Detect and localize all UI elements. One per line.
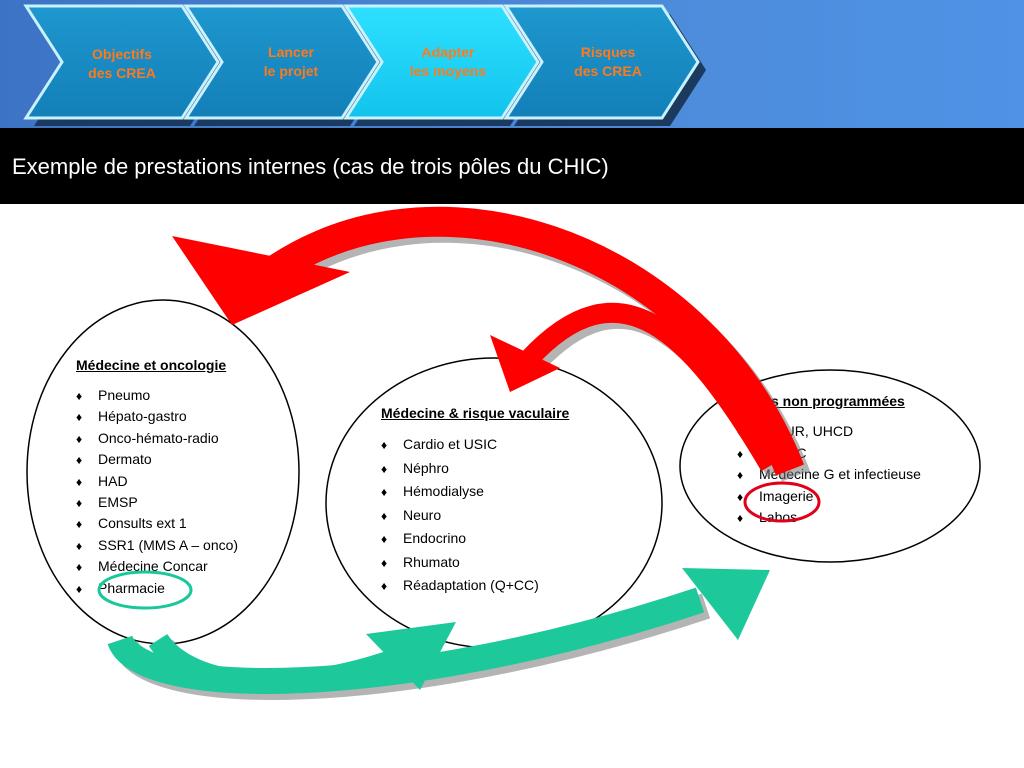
list-item: ♦ Dermato [76, 449, 238, 470]
diamond-bullet-icon: ♦ [381, 579, 388, 593]
list-item-text: Neuro [403, 506, 442, 523]
list-item: ♦ Endocrino [381, 527, 569, 551]
diamond-bullet-icon: ♦ [737, 489, 744, 504]
step-label-line: Lancer [268, 44, 314, 60]
diamond-bullet-icon: ♦ [381, 555, 388, 570]
list-item-text: Néphro [403, 459, 449, 476]
step-label-risques: Risques des CREA [543, 43, 673, 81]
diamond-bullet-icon: ♦ [76, 581, 83, 596]
diamond-bullet-icon: ♦ [76, 410, 83, 425]
pole-medecine-oncologie: Médecine et oncologie ♦ Pneumo ♦ Hépato-ga… [76, 357, 238, 599]
diamond-bullet-icon: ♦ [381, 461, 388, 476]
list-item-text: HAD [98, 472, 128, 489]
list-item: ♦ Hémodialyse [381, 480, 569, 504]
list-item: ♦ SSR1 (MMS A – onco) [76, 535, 238, 556]
list-item-text: Cardio et USIC [403, 436, 498, 452]
slide-title: Exemple de prestations internes (cas de … [12, 154, 609, 179]
step-label-lancer: Lancer le projet [226, 43, 356, 81]
diamond-bullet-icon: ♦ [737, 511, 744, 525]
process-steps [23, 4, 706, 126]
diamond-bullet-icon: ♦ [381, 485, 388, 499]
step-label-line: Adapter [421, 44, 475, 60]
step-chevron-risques[interactable] [503, 4, 700, 120]
list-item: ♦ EMSP [76, 492, 238, 513]
list-item-text: Médecine G et infectieuse [759, 466, 921, 482]
list-item: ♦ Réadaptation (Q+CC) [381, 574, 569, 598]
list-item-text: EMSP [98, 494, 138, 511]
step-chevron-objectifs[interactable] [23, 4, 220, 120]
diamond-bullet-icon: ♦ [381, 508, 388, 523]
list-item: ♦ Labos [737, 507, 921, 529]
diamond-bullet-icon: ♦ [76, 517, 83, 532]
list-item-imagerie: ♦ Imagerie [737, 486, 921, 508]
list-item-text: …MUR, UHCD [759, 423, 854, 439]
pole-title: Médecine & risque vaculaire [381, 405, 570, 421]
diamond-bullet-icon: ♦ [737, 468, 744, 482]
diamond-bullet-icon: ♦ [381, 532, 388, 546]
list-item-text: Imagerie [759, 487, 814, 504]
list-item: ♦ Médecine G et infectieuse [737, 464, 921, 486]
step-label-line: des CREA [88, 65, 156, 81]
list-item-text: Dermato [98, 451, 152, 468]
list-item: ♦ Hépato-gastro [76, 406, 238, 427]
diamond-bullet-icon: ♦ [737, 446, 744, 461]
pole-list: ♦ Cardio et USIC ♦ Néphro ♦ Hémodialyse ♦ Ne… [381, 433, 569, 598]
step-chevron-adapter[interactable] [343, 4, 540, 120]
list-item-text: Endocrino [403, 530, 467, 546]
list-item: ♦ Pneumo [76, 385, 238, 406]
list-item-text: Pharmacie [98, 579, 165, 596]
step-label-line: le projet [263, 63, 319, 79]
list-item: ♦ Néphro [381, 457, 569, 481]
list-item-text: Réadaptation (Q+CC) [403, 577, 539, 593]
list-item: ♦ Cardio et USIC [381, 433, 569, 457]
step-label-objectifs: Objectifs des CREA [57, 45, 187, 83]
list-item-text: Médecine Concar [98, 558, 208, 575]
list-item: ♦ Rhumato [381, 551, 569, 575]
list-item: ♦ Onco-hémato-radio [76, 428, 238, 449]
diamond-bullet-icon: ♦ [737, 425, 744, 439]
diamond-bullet-icon: ♦ [76, 389, 83, 403]
list-item-text: Consults ext 1 [98, 515, 187, 532]
pole-medecine-vasculaire: Médecine & risque vaculaire ♦ Cardio et U… [381, 405, 569, 598]
list-item-text: SSR1 (MMS A – onco) [98, 536, 239, 553]
list-item-text: Labos [759, 509, 798, 525]
list-item: ♦ … USC [737, 443, 921, 465]
list-item-text: Hépato-gastro [98, 408, 187, 425]
step-label-adapter: Adapter les moyens [383, 43, 513, 81]
pole-title: Médecine et oncologie [76, 357, 227, 373]
diamond-bullet-icon: ♦ [76, 560, 83, 575]
diamond-bullet-icon: ♦ [76, 496, 83, 511]
list-item: ♦ Neuro [381, 504, 569, 528]
step-label-line: des CREA [574, 63, 642, 79]
list-item-text: Rhumato [403, 553, 460, 570]
title-bar: Exemple de prestations internes (cas de … [0, 128, 1024, 204]
diamond-bullet-icon: ♦ [381, 438, 388, 452]
pole-list: ♦ Pneumo ♦ Hépato-gastro ♦ Onco-hémato-radi… [76, 385, 238, 599]
step-chevron-lancer[interactable] [183, 4, 380, 120]
list-item-text: Hémodialyse [403, 483, 484, 499]
diamond-bullet-icon: ♦ [76, 431, 83, 446]
list-item-text: Onco-hémato-radio [98, 429, 219, 446]
pole-non-programmees: …s non programmées ♦ …MUR, UHCD ♦ … USC ♦ M… [737, 393, 921, 529]
step-label-line: Risques [580, 44, 636, 60]
diamond-bullet-icon: ♦ [76, 538, 83, 553]
list-item-pharmacie: ♦ Pharmacie [76, 578, 238, 599]
pole-list: ♦ …MUR, UHCD ♦ … USC ♦ Médecine G et infect… [737, 421, 921, 529]
list-item: ♦ Consults ext 1 [76, 513, 238, 534]
diamond-bullet-icon: ♦ [76, 474, 83, 489]
list-item: ♦ HAD [76, 471, 238, 492]
list-item-text: … USC [759, 444, 807, 461]
list-item-text: Pneumo [98, 387, 151, 403]
list-item: ♦ …MUR, UHCD [737, 421, 921, 443]
step-label-line: Objectifs [92, 46, 152, 62]
pole-title: …s non programmées [757, 393, 905, 409]
diamond-bullet-icon: ♦ [76, 453, 83, 468]
list-item: ♦ Médecine Concar [76, 556, 238, 577]
step-label-line: les moyens [409, 63, 487, 79]
